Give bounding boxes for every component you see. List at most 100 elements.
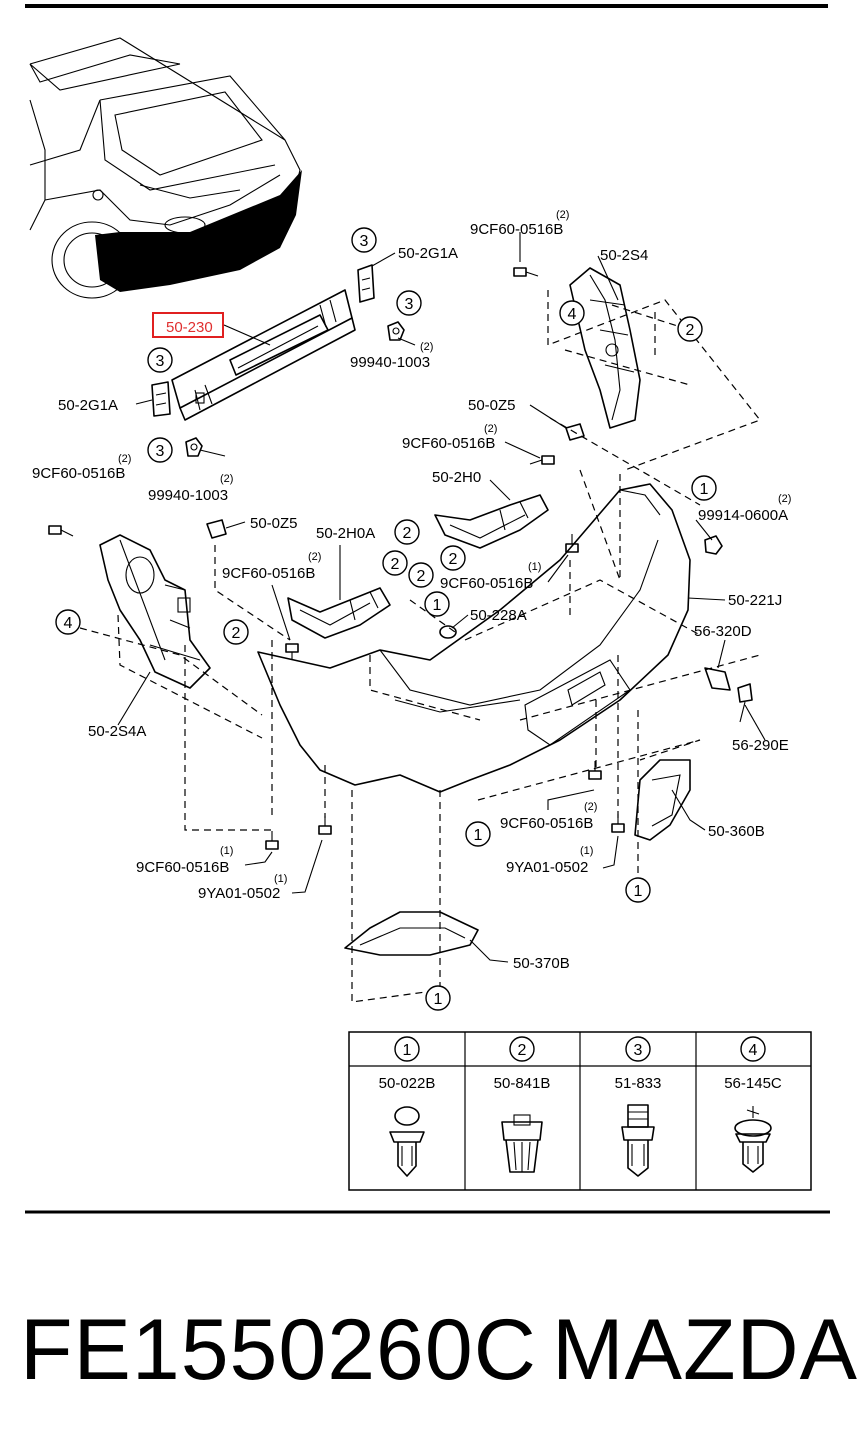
reinforcement-50-230: [171, 289, 356, 421]
part-number: FE1550260C: [20, 1302, 537, 1398]
legend-header-3: 3: [625, 1036, 651, 1062]
svg-text:1: 1: [433, 597, 442, 614]
label-9CF-mid2: 9CF60-0516B: [440, 575, 533, 592]
part-labels: 50-230 50-2G1A 50-2G1A (2) 9CF60-0516B 5…: [32, 209, 791, 972]
qty-9CF-left: (2): [118, 453, 131, 465]
svg-text:3: 3: [156, 443, 165, 460]
clip-56-145C-icon: [734, 1106, 772, 1173]
legend-header-2: 2: [509, 1036, 535, 1062]
svg-text:1: 1: [474, 827, 483, 844]
clip-legend-table: 1 2 3 4 50-022B 50-841B 51-833 56-145C: [348, 1031, 812, 1191]
callout-1-bottom: 1: [425, 985, 451, 1011]
label-50-228A: 50-228A: [470, 607, 527, 624]
label-56-290E: 56-290E: [732, 737, 789, 754]
label-50-360B: 50-360B: [708, 823, 765, 840]
svg-text:4: 4: [568, 306, 577, 323]
nut-99940-right: [387, 321, 405, 341]
label-99940-right: 99940-1003: [350, 354, 430, 371]
reflector-50-370B: [344, 911, 479, 956]
car-bumper-shade: [95, 170, 302, 292]
label-50-2S4: 50-2S4: [600, 247, 648, 264]
svg-text:2: 2: [449, 551, 458, 568]
brand-name: MAZDA: [552, 1302, 858, 1398]
callout-2-b: 2: [440, 545, 466, 571]
bracket-50-2G1A-top: [357, 264, 375, 303]
qty-9YA-right: (1): [580, 845, 593, 857]
callout-2-left: 2: [223, 619, 249, 645]
qty-9CF-left2: (2): [308, 551, 321, 563]
nut-99914: [704, 535, 723, 555]
retainer-50-2H0A: [287, 587, 391, 639]
svg-text:3: 3: [405, 296, 414, 313]
label-50-0Z5-left: 50-0Z5: [250, 515, 298, 532]
label-9CF-bottom-left: 9CF60-0516B: [136, 859, 229, 876]
label-9CF-left2: 9CF60-0516B: [222, 565, 315, 582]
callout-4-left: 4: [55, 609, 81, 635]
legend-part-4: 56-145C: [724, 1075, 782, 1092]
guide-lines: [79, 290, 761, 1003]
qty-9CF-top: (2): [556, 209, 569, 221]
qty-99914: (2): [778, 493, 791, 505]
callout-3-left-top: 3: [147, 347, 173, 373]
label-9CF-mid: 9CF60-0516B: [402, 435, 495, 452]
qty-9CF-mid: (2): [484, 423, 497, 435]
label-50-230: 50-230: [166, 319, 213, 336]
retainer-50-2H0: [434, 494, 549, 549]
label-9CF-top: 9CF60-0516B: [470, 221, 563, 238]
clip-50-228A: [439, 625, 457, 639]
callout-1-right: 1: [691, 475, 717, 501]
label-9CF-bottom-right: 9CF60-0516B: [500, 815, 593, 832]
bumper-50-221J: [257, 483, 691, 793]
svg-text:2: 2: [391, 556, 400, 573]
callout-3-left-bottom: 3: [147, 437, 173, 463]
callout-1-mid: 1: [424, 591, 450, 617]
label-99940-left: 99940-1003: [148, 487, 228, 504]
qty-9CF-bottom-left: (1): [220, 845, 233, 857]
label-50-2S4A: 50-2S4A: [88, 723, 146, 740]
clip-50-0Z5-left: [206, 519, 227, 539]
callout-2-a: 2: [394, 519, 420, 545]
label-56-320D: 56-320D: [694, 623, 752, 640]
label-9YA-left: 9YA01-0502: [198, 885, 280, 902]
callout-3-top: 3: [351, 227, 377, 253]
clip-50-0Z5-top: [565, 423, 585, 441]
clip-51-833-icon: [621, 1104, 655, 1177]
nut-99940-left: [185, 437, 203, 457]
svg-text:2: 2: [232, 625, 241, 642]
footer: FE1550260C MAZDA: [0, 1300, 864, 1410]
svg-text:1: 1: [434, 991, 443, 1008]
svg-text:3: 3: [634, 1042, 643, 1059]
bracket-50-2G1A-left: [151, 381, 171, 417]
legend-header-1: 1: [394, 1036, 420, 1062]
highlight-box: [152, 312, 224, 338]
reflector-50-360B: [634, 759, 691, 841]
legend-header-4: 4: [740, 1036, 766, 1062]
label-50-2G1A-left: 50-2G1A: [58, 397, 118, 414]
callout-circles: 3 3 3 3 4 2 1 2 2 2 2 1 4 2 1 1 1: [55, 227, 717, 1011]
label-99914: 99914-0600A: [698, 507, 788, 524]
legend-part-3: 51-833: [615, 1075, 662, 1092]
label-50-0Z5-top: 50-0Z5: [468, 397, 516, 414]
svg-text:2: 2: [518, 1042, 527, 1059]
socket-56-290E: [737, 683, 753, 723]
label-50-370B: 50-370B: [513, 955, 570, 972]
side-bracket-50-2S4A: [99, 534, 211, 689]
svg-text:3: 3: [360, 233, 369, 250]
qty-9CF-bottom-right: (2): [584, 801, 597, 813]
qty-9YA-left: (1): [274, 873, 287, 885]
side-bracket-50-2S4: [569, 267, 641, 429]
svg-text:3: 3: [156, 353, 165, 370]
svg-text:1: 1: [700, 481, 709, 498]
label-50-2H0: 50-2H0: [432, 469, 481, 486]
callout-1-bottom-right: 1: [625, 877, 651, 903]
bulb-56-320D: [704, 667, 731, 691]
svg-text:2: 2: [417, 568, 426, 585]
qty-99940-right: (2): [420, 341, 433, 353]
label-50-2H0A: 50-2H0A: [316, 525, 375, 542]
qty-9CF-mid2: (1): [528, 561, 541, 573]
svg-text:4: 4: [64, 615, 73, 632]
svg-text:4: 4: [749, 1042, 758, 1059]
callout-2-far-right: 2: [677, 316, 703, 342]
label-50-221J: 50-221J: [728, 592, 782, 609]
